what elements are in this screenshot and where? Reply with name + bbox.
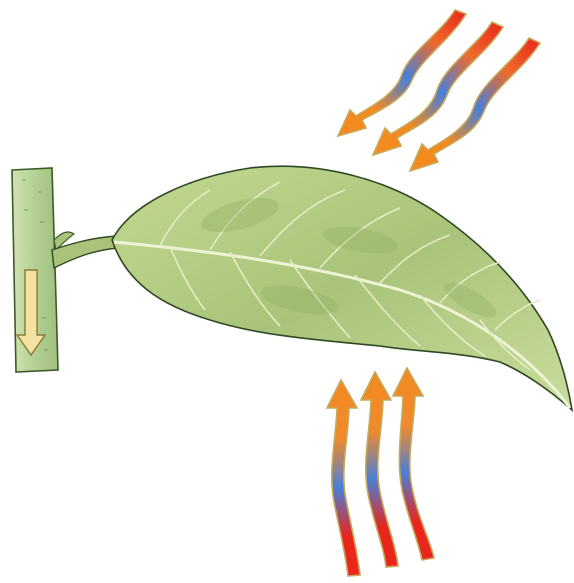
rising-arrows-group <box>327 368 434 576</box>
wavy-arrow-icon <box>327 380 360 576</box>
leaf-icon <box>52 166 572 410</box>
wavy-arrow-icon <box>361 372 398 567</box>
wavy-arrow-icon <box>393 368 434 560</box>
incoming-arrows-group <box>338 10 540 171</box>
